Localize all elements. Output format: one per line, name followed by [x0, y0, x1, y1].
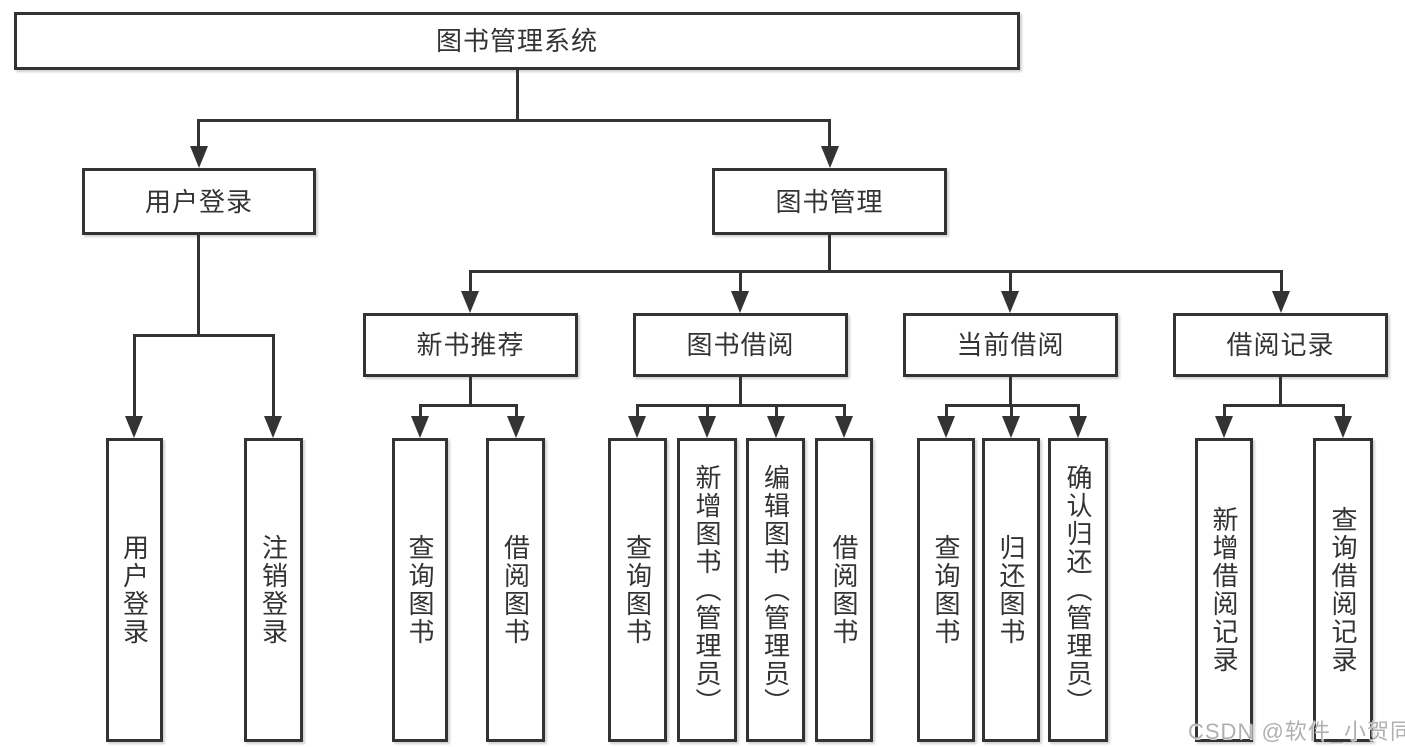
node-label: 借阅记录: [1226, 330, 1335, 360]
leaf-label: 注销登录: [258, 534, 289, 646]
leaf-label: 确认归还（管理员）: [1063, 464, 1093, 716]
leaf-confirm-return-admin: 确认归还（管理员）: [1048, 438, 1108, 742]
leaf-edit-book-admin: 编辑图书（管理员）: [746, 438, 805, 742]
connector-borrowing-records-split: [1222, 404, 1345, 407]
arrowhead-icon: [461, 291, 479, 313]
node-label: 图书借阅: [686, 330, 795, 360]
connector-drop-level3: [1279, 270, 1283, 294]
connector-user-login-split: [132, 334, 275, 337]
arrowhead-icon: [1215, 416, 1233, 438]
connector-book-borrowing-split: [635, 404, 846, 407]
connector-drop-leaf: [1009, 404, 1013, 418]
arrowhead-icon: [189, 146, 208, 168]
node-label: 当前借阅: [956, 330, 1065, 360]
leaf-label: 查询借阅记录: [1328, 506, 1358, 674]
arrowhead-icon: [1272, 291, 1290, 313]
leaf-label: 借阅图书: [500, 534, 531, 646]
connector-user-login-stem: [197, 235, 200, 336]
leaf-label: 新增借阅记录: [1209, 506, 1239, 674]
leaf-label: 查询图书: [622, 534, 653, 646]
connector-root-stem: [515, 70, 519, 121]
leaf-label: 用户登录: [119, 534, 150, 646]
leaf-query-books-current: 查询图书: [917, 438, 975, 742]
leaf-return-book: 归还图书: [982, 438, 1040, 742]
leaf-logout: 注销登录: [244, 438, 303, 742]
arrowhead-icon: [628, 416, 646, 438]
connector-new-book-split: [418, 404, 518, 407]
arrowhead-icon: [731, 291, 749, 313]
connector-drop-leaf: [774, 404, 778, 418]
leaf-add-borrow-record: 新增借阅记录: [1195, 438, 1253, 742]
connector-drop-leaf: [1222, 404, 1226, 418]
connector-drop-leaf: [132, 334, 136, 420]
connector-drop-leaf: [705, 404, 709, 418]
connector-drop-level3: [468, 270, 472, 294]
node-book-borrowing: 图书借阅: [633, 313, 848, 377]
arrowhead-icon: [937, 416, 955, 438]
arrowhead-icon: [507, 416, 525, 438]
node-current-borrowing: 当前借阅: [903, 313, 1118, 377]
connector-root-split: [197, 119, 831, 122]
node-book-management: 图书管理: [712, 168, 947, 235]
node-label: 新书推荐: [416, 330, 525, 360]
connector-drop-leaf: [271, 334, 275, 420]
connector-drop-leaf: [944, 404, 948, 418]
connector-drop-leaf: [635, 404, 639, 418]
connector-book-borrowing-stem: [738, 377, 742, 406]
connector-drop-level3: [1008, 270, 1012, 294]
connector-drop-leaf: [1341, 404, 1345, 418]
node-user-login: 用户登录: [82, 168, 316, 235]
leaf-label: 查询图书: [405, 534, 435, 646]
node-library-management-system: 图书管理系统: [14, 12, 1020, 70]
leaf-label: 查询图书: [931, 534, 961, 646]
arrowhead-icon: [835, 416, 853, 438]
leaf-add-book-admin: 新增图书（管理员）: [677, 438, 737, 742]
arrowhead-icon: [125, 416, 143, 438]
connector-drop-user-login: [197, 119, 200, 150]
leaf-borrow-books-borrowing: 借阅图书: [815, 438, 873, 742]
arrowhead-icon: [1334, 416, 1352, 438]
arrowhead-icon: [264, 416, 282, 438]
connector-drop-leaf: [1076, 404, 1080, 418]
arrowhead-icon: [820, 146, 839, 168]
leaf-query-books-borrowing: 查询图书: [608, 438, 667, 742]
arrowhead-icon: [767, 416, 785, 438]
node-new-book-recommendation: 新书推荐: [363, 313, 578, 377]
connector-new-book-stem: [468, 377, 472, 406]
leaf-label: 归还图书: [996, 534, 1026, 646]
connector-drop-leaf: [514, 404, 518, 418]
leaf-query-books-recommend: 查询图书: [392, 438, 448, 742]
leaf-borrow-books-recommend: 借阅图书: [486, 438, 545, 742]
leaf-label: 编辑图书（管理员）: [760, 464, 791, 716]
connector-borrowing-records-stem: [1278, 377, 1282, 406]
leaf-query-borrow-record: 查询借阅记录: [1313, 438, 1373, 742]
leaf-label: 新增图书（管理员）: [692, 464, 722, 716]
csdn-watermark: CSDN @软件_小贺同学: [1188, 719, 1405, 744]
connector-book-management-split: [468, 270, 1283, 273]
connector-drop-leaf: [842, 404, 846, 418]
node-label: 图书管理系统: [435, 26, 598, 56]
arrowhead-icon: [1069, 416, 1087, 438]
connector-book-management-stem: [828, 235, 831, 272]
connector-drop-book-management: [828, 119, 831, 150]
arrowhead-icon: [1002, 416, 1020, 438]
connector-drop-leaf: [418, 404, 422, 418]
node-borrowing-records: 借阅记录: [1173, 313, 1388, 377]
leaf-label: 借阅图书: [829, 534, 859, 646]
node-label: 图书管理: [775, 186, 884, 217]
connector-current-borrowing-stem: [1008, 377, 1012, 406]
leaf-user-login: 用户登录: [106, 438, 163, 742]
arrowhead-icon: [411, 416, 429, 438]
arrowhead-icon: [698, 416, 716, 438]
arrowhead-icon: [1001, 291, 1019, 313]
connector-drop-level3: [738, 270, 742, 294]
node-label: 用户登录: [144, 186, 253, 217]
